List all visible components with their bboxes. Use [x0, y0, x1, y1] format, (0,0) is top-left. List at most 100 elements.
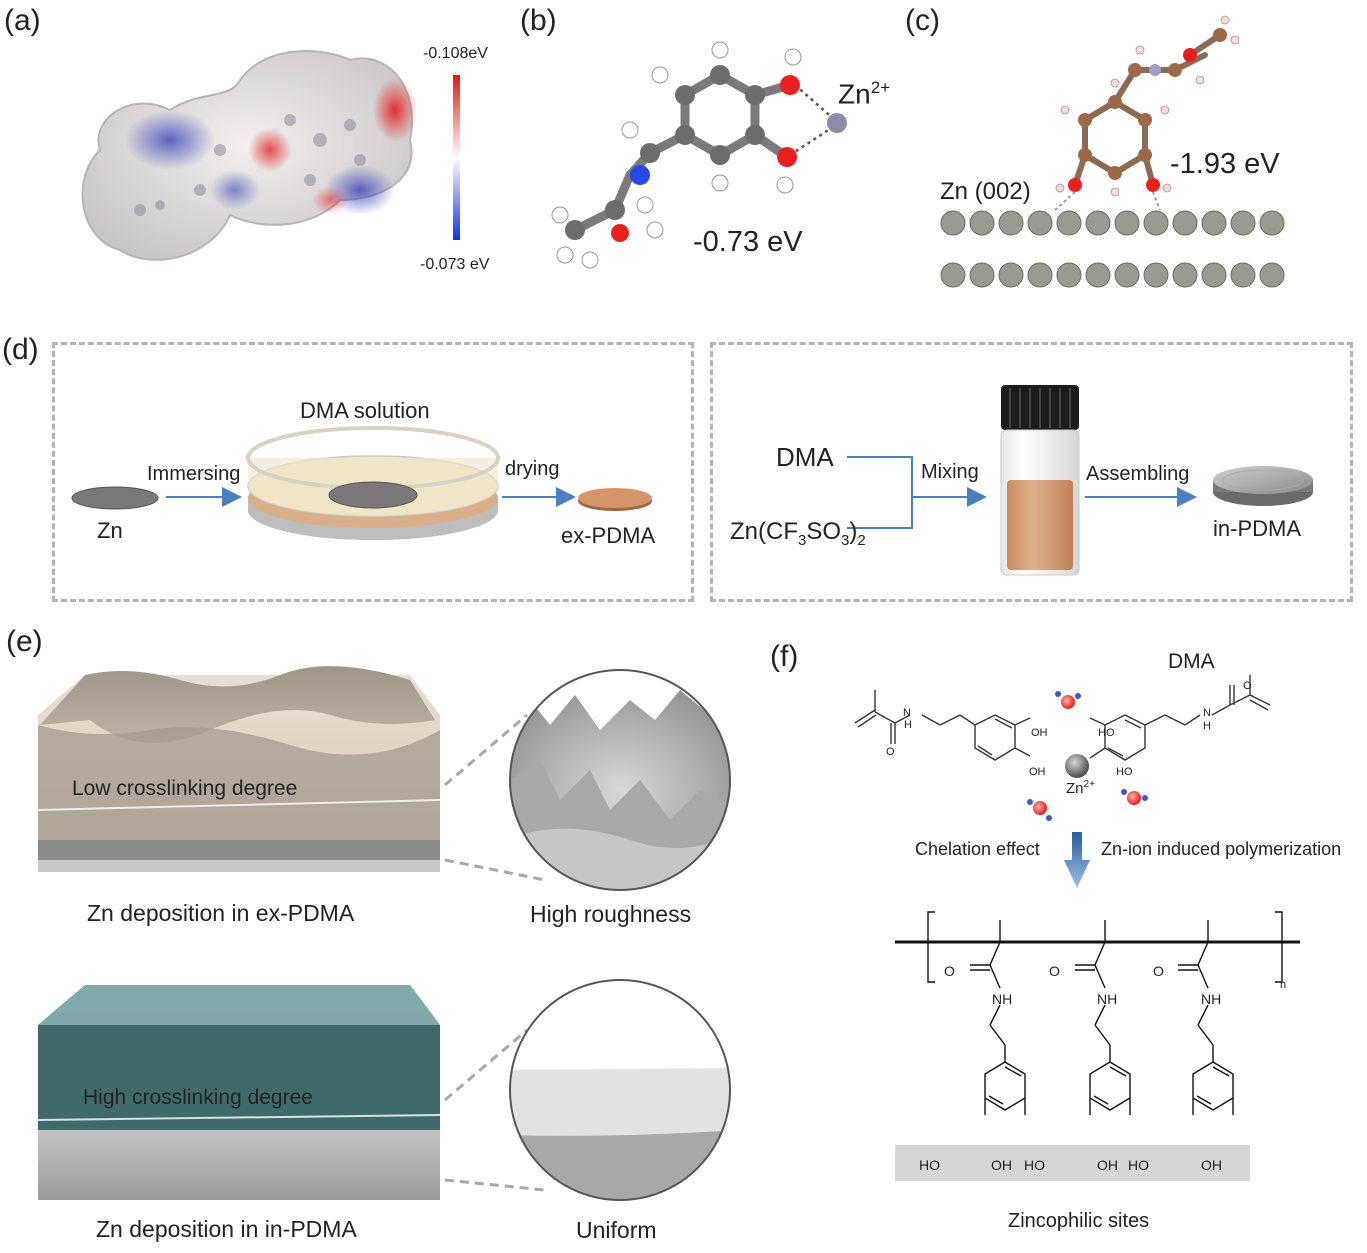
unit1-ho: HO — [919, 1157, 940, 1173]
zn-foil-disc — [71, 486, 159, 510]
polymerization-scheme — [854, 675, 1300, 1181]
unit3-o: O — [1153, 963, 1164, 979]
polymer-repeat-unit — [1075, 920, 1131, 1115]
right-monomer-h: H — [1203, 720, 1211, 732]
zn-atom — [1085, 210, 1111, 236]
zn-atom — [1230, 210, 1256, 236]
unit3-oh: OH — [1201, 1157, 1222, 1173]
panel-label-b: (b) — [520, 4, 557, 37]
mixing-label: Mixing — [921, 461, 979, 483]
zn-substrate — [895, 1145, 1250, 1181]
unit1-nh: NH — [992, 991, 1013, 1007]
zinc-triflate-label: Zn(CF3SO3)2 — [730, 518, 866, 549]
left-monomer-oh-2: OH — [1029, 766, 1046, 778]
zn-label: Zn — [97, 518, 123, 543]
in-pdma-scheme — [847, 385, 1313, 576]
left-monomer-h: H — [904, 719, 912, 731]
salt-sub-1: 3 — [798, 531, 807, 549]
coin-cell — [1213, 466, 1313, 506]
zn-atom — [1201, 262, 1227, 288]
ex-pdma-block — [37, 666, 441, 872]
nh-n: N — [903, 707, 911, 719]
deposition-comparison — [37, 666, 731, 1201]
zn-ion-sphere — [1065, 754, 1089, 778]
in-pdma-scheme-box — [710, 342, 1353, 602]
panel-label-f: (f) — [770, 640, 799, 673]
ex-pdma-scheme-box — [52, 342, 694, 602]
zincophilic-sites-label: Zincophilic sites — [1008, 1210, 1150, 1232]
esp-surface-illustration — [81, 50, 460, 261]
salt-sub-3: 2 — [857, 531, 866, 549]
salt-part-b: SO — [806, 518, 842, 545]
in-pdma-caption: Zn deposition in in-PDMA — [96, 1216, 357, 1242]
unit2-oh: OH — [1097, 1157, 1118, 1173]
uniform-label: Uniform — [576, 1217, 657, 1243]
unit2-nh: NH — [1097, 991, 1118, 1007]
petri-dish — [246, 426, 500, 540]
high-crosslinking-label: High crosslinking degree — [83, 1086, 313, 1109]
zn-atom — [1056, 210, 1082, 236]
esp-color-scale — [453, 75, 460, 240]
zn-atom — [1056, 262, 1082, 288]
drying-label: drying — [505, 458, 560, 480]
panel-label-a: (a) — [4, 4, 41, 37]
zn-atom — [969, 210, 995, 236]
left-monomer-o: O — [886, 746, 895, 758]
zn-atom — [1143, 210, 1169, 236]
zn-ion-charge-f: 2+ — [1083, 779, 1095, 790]
polymer-repeat-unit — [970, 920, 1026, 1115]
zn-atom — [998, 262, 1024, 288]
unit2-ho: HO — [1024, 1157, 1045, 1173]
ion-spheres — [1027, 691, 1148, 821]
zn-atom — [1172, 210, 1198, 236]
dma-monomer-right — [1089, 675, 1271, 761]
right-monomer-ho-2: HO — [1116, 766, 1133, 778]
molecule-on-zn-surface — [940, 15, 1285, 288]
ex-pdma-caption: Zn deposition in ex-PDMA — [87, 900, 355, 926]
zn-atom — [969, 262, 995, 288]
left-monomer-nh: N — [903, 707, 911, 719]
binding-energy-zn-ion: -0.73 eV — [693, 226, 803, 258]
zn-atom — [1114, 210, 1140, 236]
zn-surface-label: Zn (002) — [940, 178, 1031, 205]
unit3-ho: HO — [1128, 1157, 1149, 1173]
left-monomer-oh-1: OH — [1031, 727, 1048, 739]
ex-pdma-scheme — [71, 426, 652, 540]
polymer-subscript-n: n — [1280, 979, 1287, 991]
zn-atom — [1201, 210, 1227, 236]
ex-pdma-disc — [578, 488, 652, 508]
dma-monomer-left — [854, 690, 1031, 761]
zn-atom — [940, 262, 966, 288]
chelation-effect-label: Chelation effect — [915, 839, 1040, 859]
zn-ion-label: Zn2+ — [838, 78, 890, 110]
zn-ion-symbol: Zn — [838, 78, 871, 110]
panel-label-d: (d) — [2, 333, 39, 366]
esp-scale-min: -0.073 eV — [420, 256, 490, 273]
unit1-oh: OH — [991, 1157, 1012, 1173]
panel-label-e: (e) — [6, 625, 43, 658]
panel-label-c: (c) — [905, 4, 940, 37]
unit1-o: O — [944, 963, 955, 979]
esp-scale-max: -0.108eV — [423, 45, 488, 62]
zn-atom — [1230, 262, 1256, 288]
right-monomer-o: O — [1243, 680, 1252, 692]
dma-solution-label: DMA solution — [300, 398, 430, 423]
uniform-surface-zoom — [509, 979, 731, 1201]
zn-atom — [1172, 262, 1198, 288]
salt-part-a: Zn(CF — [730, 518, 798, 545]
zn-atom — [1259, 262, 1285, 288]
unit2-o: O — [1049, 963, 1060, 979]
polymerization-label: Zn-ion induced polymerization — [1101, 839, 1342, 859]
assembling-label: Assembling — [1086, 463, 1190, 485]
immersing-label: Immersing — [147, 463, 241, 485]
zn-atom-row-top — [940, 210, 1285, 236]
zn-atom-row-bottom — [940, 262, 1285, 288]
zn-atom — [1027, 210, 1053, 236]
zn-atom — [1027, 262, 1053, 288]
high-roughness-label: High roughness — [530, 901, 692, 927]
zn-ion-symbol-f: Zn — [1066, 780, 1084, 797]
salt-sub-2: 3 — [841, 531, 850, 549]
rough-surface-zoom — [509, 669, 731, 891]
right-monomer-ho-1: HO — [1098, 727, 1115, 739]
molecule-zn-complex — [551, 41, 847, 269]
